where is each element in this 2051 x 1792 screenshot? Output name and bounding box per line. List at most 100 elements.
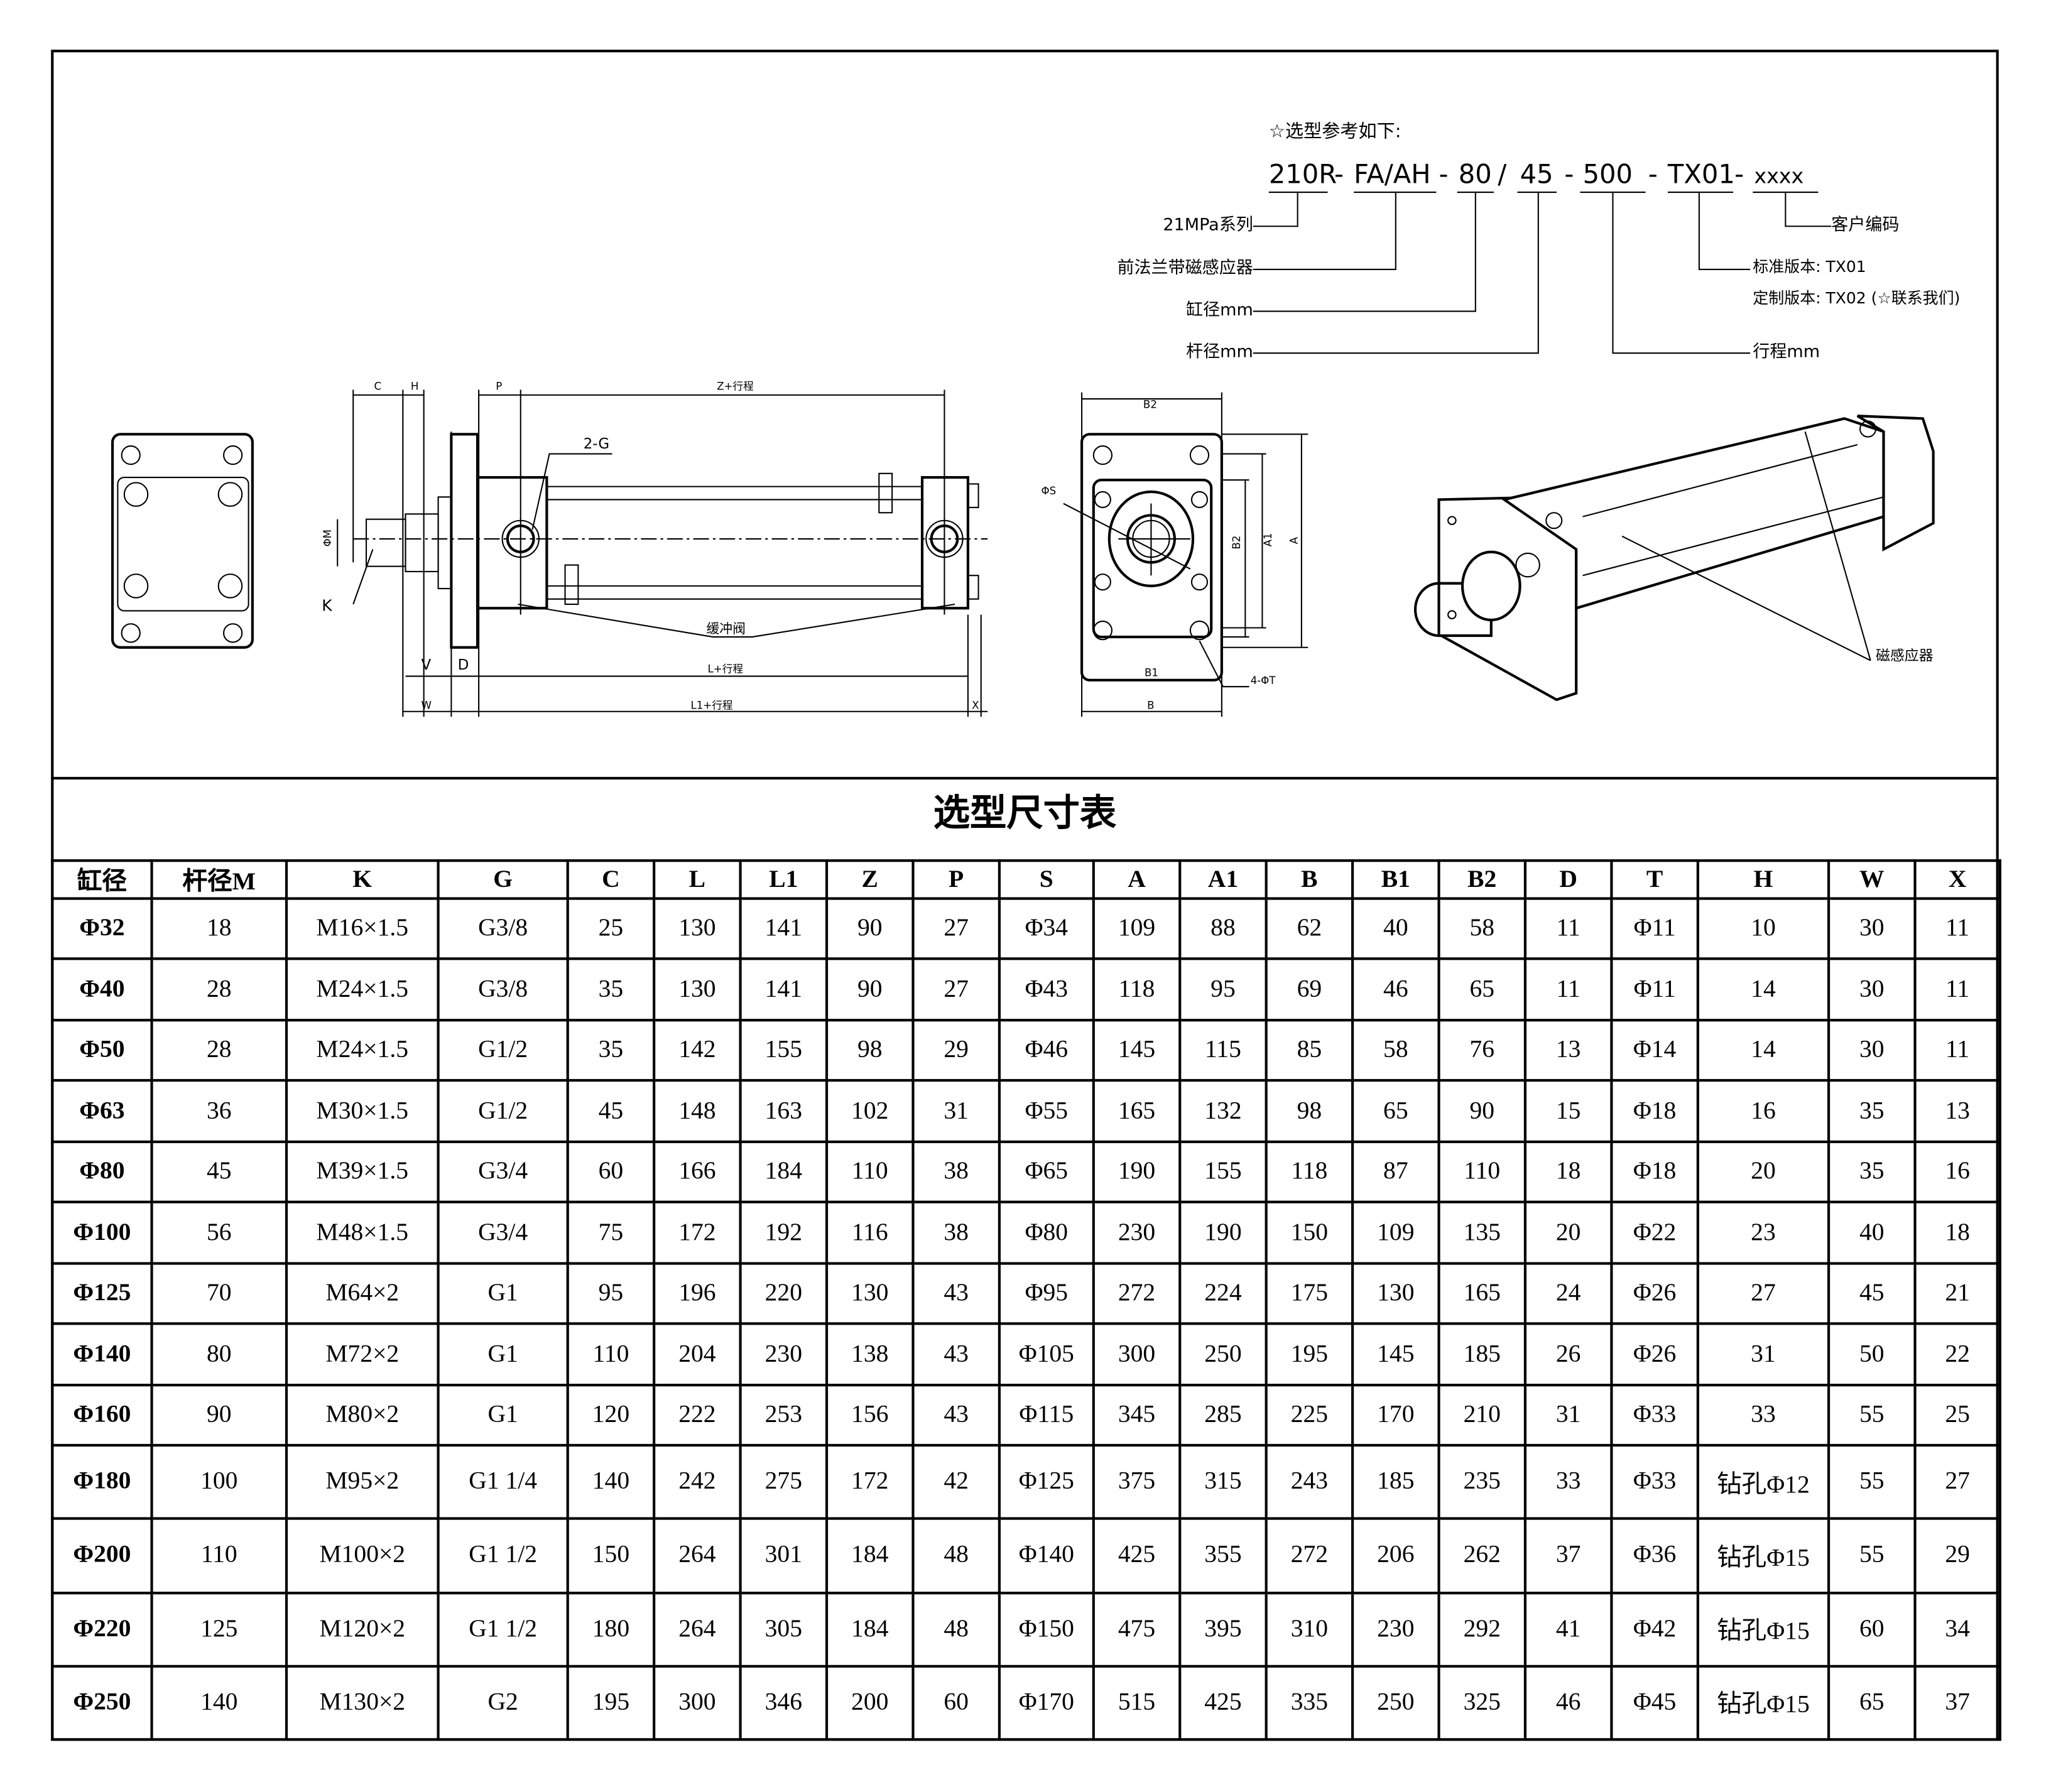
column-header: B (1265, 859, 1354, 900)
table-cell: 100 (150, 1444, 288, 1521)
dim-B: B (1147, 700, 1154, 712)
dim-T: 4-ΦT (1251, 675, 1276, 687)
cushion-valve-label: 缓冲阀 (706, 621, 745, 636)
table-cell: G3/4 (437, 1140, 569, 1204)
table-cell: Φ80 (51, 1140, 153, 1204)
table-cell: 28 (150, 1018, 288, 1082)
table-cell: 109 (1351, 1201, 1440, 1265)
table-cell: Φ45 (1610, 1664, 1699, 1741)
table-cell: Φ14 (1610, 1018, 1699, 1082)
table-title: 选型尺寸表 (933, 791, 1117, 835)
table-cell: 55 (1827, 1518, 1917, 1594)
column-header: D (1523, 859, 1613, 900)
table-cell: Φ170 (998, 1664, 1095, 1741)
table-cell: 46 (1523, 1664, 1613, 1741)
table-cell: 88 (1178, 897, 1268, 961)
table-cell: 29 (911, 1018, 1001, 1082)
label-rod: 杆径mm (1186, 342, 1253, 361)
table-cell: 395 (1178, 1591, 1268, 1668)
table-cell: G3/8 (437, 897, 569, 961)
table-cell: 65 (1827, 1664, 1917, 1741)
table-cell: 56 (150, 1201, 288, 1265)
table-cell: 38 (911, 1201, 1001, 1265)
table-cell: 15 (1523, 1079, 1613, 1143)
table-cell: Φ220 (51, 1591, 153, 1668)
label-bore: 缸径mm (1186, 300, 1253, 320)
code-series: 210R (1269, 159, 1337, 190)
table-cell: 20 (1523, 1201, 1613, 1265)
table-cell: Φ100 (51, 1201, 153, 1265)
code-stroke: 500 (1583, 159, 1633, 190)
table-cell: 85 (1265, 1018, 1354, 1082)
table-cell: 253 (739, 1383, 829, 1447)
table-cell: 70 (150, 1262, 288, 1325)
code-version: TX01 (1667, 159, 1735, 190)
table-cell: 11 (1913, 897, 2001, 961)
dim-Z: Z+行程 (717, 381, 754, 393)
table-cell: Φ22 (1610, 1201, 1699, 1265)
table-cell: G1 (437, 1322, 569, 1386)
table-cell: M72×2 (285, 1322, 440, 1386)
table-cell: 10 (1696, 897, 1831, 961)
table-cell: 170 (1351, 1383, 1440, 1447)
table-cell: 200 (825, 1664, 915, 1741)
table-cell: M120×2 (285, 1591, 440, 1668)
column-header: K (285, 859, 440, 900)
table-cell: 300 (653, 1664, 742, 1741)
table-cell: 28 (150, 958, 288, 1022)
table-cell: 11 (1523, 897, 1613, 961)
table-cell: 166 (653, 1140, 742, 1204)
table-cell: 175 (1265, 1262, 1354, 1325)
dim-D: D (458, 657, 469, 673)
label-standard: 标准版本: TX01 (1753, 258, 1866, 276)
rear-end-view (111, 433, 254, 649)
table-cell: 230 (739, 1322, 829, 1386)
table-cell: 钻孔Φ12 (1696, 1444, 1831, 1521)
column-header: 缸径 (51, 859, 153, 900)
table-cell: 37 (1913, 1664, 2001, 1741)
selection-code: ☆选型参考如下: 210R - FA/AH - 80 / 45 - 500 - … (1117, 121, 1960, 362)
table-cell: 41 (1523, 1591, 1613, 1668)
table-cell: M16×1.5 (285, 897, 440, 961)
table-cell: 120 (566, 1383, 656, 1447)
table-cell: 272 (1092, 1262, 1182, 1325)
table-cell: 18 (1523, 1140, 1613, 1204)
table-cell: 21 (1913, 1262, 2001, 1325)
table-cell: 262 (1437, 1518, 1527, 1594)
table-cell: 40 (1351, 897, 1440, 961)
code-bore: 80 (1459, 159, 1492, 190)
table-cell: Φ125 (51, 1262, 153, 1325)
table-cell: G1 1/2 (437, 1591, 569, 1668)
table-cell: Φ160 (51, 1383, 153, 1447)
table-cell: 16 (1696, 1079, 1831, 1143)
table-cell: 31 (911, 1079, 1001, 1143)
table-cell: G1/2 (437, 1018, 569, 1082)
code-dash: - (1564, 159, 1574, 190)
table-cell: 195 (1265, 1322, 1354, 1386)
table-cell: 206 (1351, 1518, 1440, 1594)
isometric-view: 磁感应器 (1413, 415, 1935, 702)
table-cell: 31 (1696, 1322, 1831, 1386)
table-cell: 35 (566, 958, 656, 1022)
table-cell: 335 (1265, 1664, 1354, 1741)
sensor-label: 磁感应器 (1876, 648, 1934, 665)
table-cell: 315 (1178, 1444, 1268, 1521)
table-cell: 300 (1092, 1322, 1182, 1386)
table-cell: 285 (1178, 1383, 1268, 1447)
table-cell: 65 (1351, 1079, 1440, 1143)
table-cell: 16 (1913, 1140, 2001, 1204)
table-cell: 50 (1827, 1322, 1917, 1386)
table-cell: 172 (653, 1201, 742, 1265)
table-cell: 76 (1437, 1018, 1527, 1082)
table-cell: Φ115 (998, 1383, 1095, 1447)
table-cell: M130×2 (285, 1664, 440, 1741)
table-cell: 345 (1092, 1383, 1182, 1447)
table-cell: 150 (1265, 1201, 1354, 1265)
table-cell: 325 (1437, 1664, 1527, 1741)
code-dash: - (1334, 159, 1344, 190)
table-cell: 35 (1827, 1079, 1917, 1143)
table-cell: 145 (1092, 1018, 1182, 1082)
